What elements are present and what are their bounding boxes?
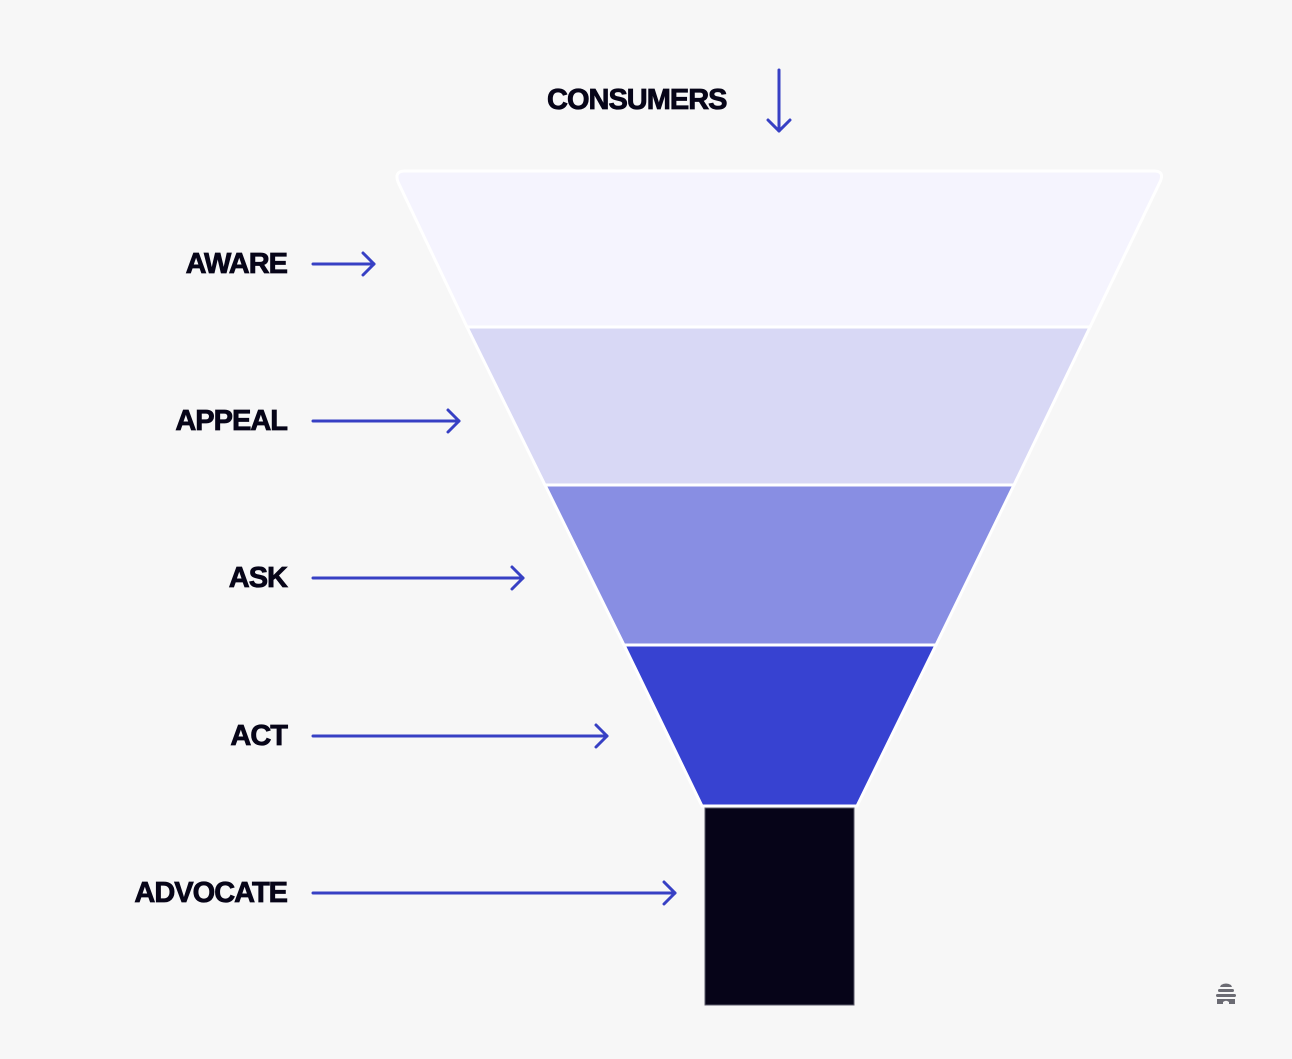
stage-label-appeal: APPEAL: [175, 405, 288, 437]
funnel-stage-advocate: [704, 807, 855, 1006]
stage-label-aware: AWARE: [185, 248, 288, 280]
stage-label-ask: ASK: [228, 562, 288, 594]
arrow-right-icon: [311, 880, 677, 906]
funnel-stage-act: [621, 643, 939, 808]
funnel-stage-aware: [395, 169, 1163, 329]
consumers-title: CONSUMERS: [547, 84, 728, 116]
funnel-stage-appeal: [464, 325, 1093, 487]
arrow-right-icon: [311, 565, 525, 591]
arrow-right-icon: [311, 723, 609, 749]
funnel-stage-ask: [542, 483, 1017, 647]
arrow-right-icon: [311, 408, 461, 434]
stage-label-advocate: ADVOCATE: [134, 877, 288, 909]
stage-label-act: ACT: [230, 720, 288, 752]
arrow-down-icon: [766, 68, 792, 133]
arrow-right-icon: [311, 251, 376, 277]
beehive-logo-icon: [1216, 983, 1236, 1004]
